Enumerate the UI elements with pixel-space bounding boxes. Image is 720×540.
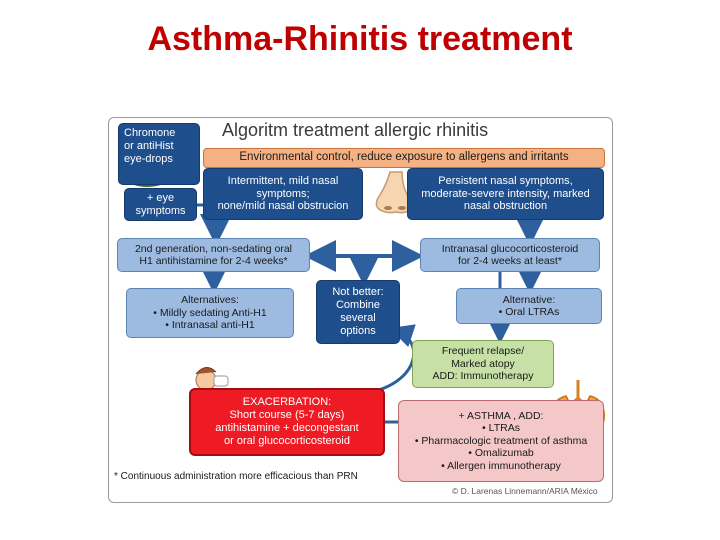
eye-drops-box: Chromone or antiHist eye-drops [118, 123, 200, 185]
intermittent-symptoms-box: Intermittent, mild nasal symptoms; none/… [203, 168, 363, 220]
oral-antihistamine-box: 2nd generation, non-sedating oral H1 ant… [117, 238, 310, 272]
intranasal-glucocorticosteroid-box: Intranasal glucocorticosteroid for 2-4 w… [420, 238, 600, 272]
relapse-immunotherapy-box: Frequent relapse/ Marked atopy ADD: Immu… [412, 340, 554, 388]
not-better-box: Not better: Combine several options [316, 280, 400, 344]
slide-title: Asthma-Rhinitis treatment [147, 20, 573, 58]
eye-symptoms-box: + eye symptoms [124, 188, 197, 221]
asthma-add-box: + ASTHMA , ADD: • LTRAs • Pharmacologic … [398, 400, 604, 482]
footnote: * Continuous administration more efficac… [114, 471, 358, 482]
exacerbation-box: EXACERBATION: Short course (5-7 days) an… [189, 388, 385, 456]
diagram-title: Algoritm treatment allergic rhinitis [222, 120, 489, 140]
alternatives-left-box: Alternatives: • Mildly sedating Anti-H1 … [126, 288, 294, 338]
copyright-credit: © D. Larenas Linnemann/ARIA México [452, 486, 598, 496]
alternative-right-box: Alternative: • Oral LTRAs [456, 288, 602, 324]
environmental-control-box: Environmental control, reduce exposure t… [203, 148, 605, 168]
persistent-symptoms-box: Persistent nasal symptoms, moderate-seve… [407, 168, 604, 220]
